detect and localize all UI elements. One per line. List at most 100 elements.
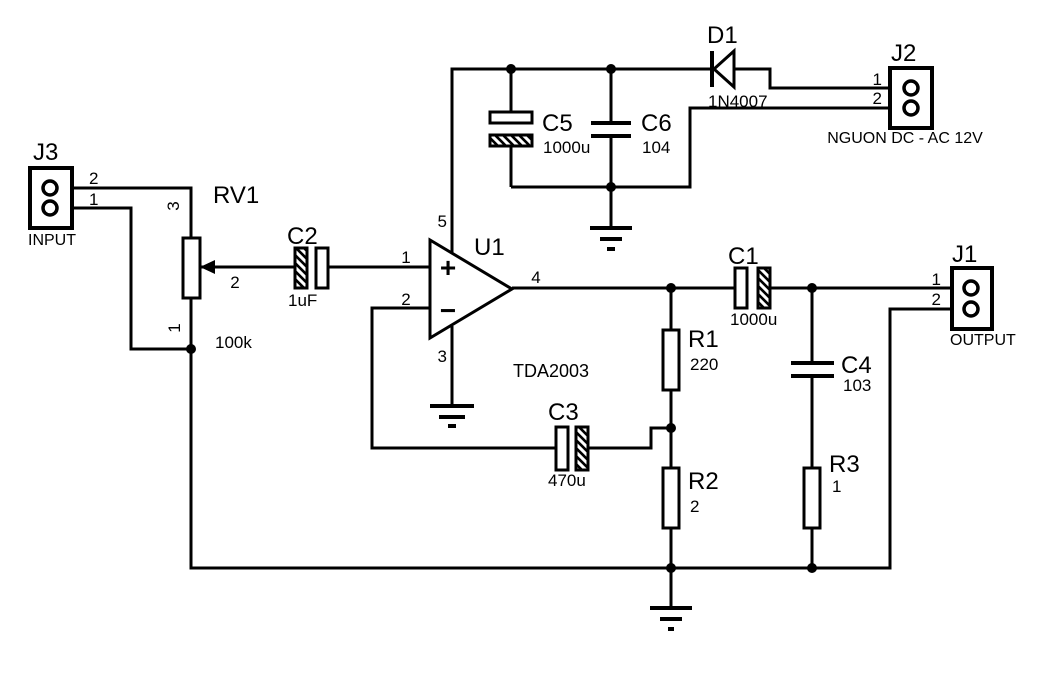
wire-j3pin2-rv1 [57,186,193,238]
r1-value-label: 220 [690,355,718,374]
plus-input-icon: + [440,252,456,283]
u1-ref-label: U1 [474,234,505,261]
r3-ref-label: R3 [829,451,860,478]
j2-name-label: NGUON DC - AC 12V [827,130,983,147]
u1-pin4-label: 4 [531,268,540,287]
wire-c3-nodeb [588,426,671,450]
cap-plate-polarized [756,266,772,310]
r1-ref-label: R1 [688,326,719,353]
d1-ref-label: D1 [707,22,738,49]
junction-dot [506,64,516,74]
c2-value-label: 1uF [288,291,317,310]
pin-hole [902,99,920,117]
connector-body [28,166,74,230]
rv1-pin3-label: 3 [164,201,183,210]
resistor-r1: R1 220 [661,326,719,392]
wire-u1pin2-c3 [370,306,556,450]
cap-plate [488,110,534,125]
c4-ref-label: C4 [841,352,872,379]
capacitor-c2: C2 1uF [287,223,330,310]
u1-part-label: TDA2003 [513,361,589,381]
diode-d1: D1 1N4007 [707,22,768,111]
opamp-u1: + − U1 TDA2003 1 2 5 3 4 [401,212,589,381]
junction-dot [807,283,817,293]
j1-pin2-label: 2 [932,290,941,309]
capacitor-c6: C6 104 [591,110,672,157]
rv1-pin1-label: 1 [165,323,184,332]
c3-value-label: 470u [548,471,586,490]
u1-pin3-label: 3 [438,347,447,366]
wire-u1pin5-rail [450,67,710,253]
capacitor-c1: C1 1000u [728,243,777,329]
capacitor-c4: C4 103 [791,352,872,395]
junction-dot [807,563,817,573]
connector-j2: J2 NGUON DC - AC 12V 1 2 [827,40,983,147]
c1-ref-label: C1 [728,243,759,270]
c6-ref-label: C6 [641,110,672,137]
j1-pin1-label: 1 [932,270,941,289]
c6-value-label: 104 [642,138,670,157]
wire-j3pin1-node [57,206,191,351]
connector-j1: J1 OUTPUT 1 2 [932,241,1016,349]
u1-pin2-label: 2 [401,290,410,309]
resistor-r3: R3 1 [802,451,860,530]
u1-pin5-label: 5 [438,212,447,231]
rv1-value-label: 100k [215,333,252,352]
j1-ref-label: J1 [952,241,977,268]
junction-dot [666,283,676,293]
junction-dot [666,563,676,573]
j3-ref-label: J3 [33,139,58,166]
resistor-body [802,466,822,530]
d1-value-label: 1N4007 [708,92,768,111]
junction-dot [606,182,616,192]
minus-input-icon: − [440,295,456,326]
cap-plate-polarized [574,425,590,472]
wires [57,67,964,608]
connector-body [888,66,934,130]
resistor-r2: R2 2 [661,466,719,530]
c2-ref-label: C2 [287,223,318,250]
r3-value-label: 1 [832,477,841,496]
c4-value-label: 103 [843,376,871,395]
c3-ref-label: C3 [548,399,579,426]
cap-plate [314,246,330,290]
j2-pin2-label: 2 [873,89,882,108]
wire-j2pin2-caprail [511,106,904,189]
j3-pin1-label: 1 [89,190,98,209]
r2-ref-label: R2 [688,468,719,495]
capacitor-c3: C3 470u [548,399,590,490]
wiper-arrow-icon [200,260,215,274]
rv1-pin2-label: 2 [230,273,239,292]
r2-value-label: 2 [690,497,699,516]
cap-plate [733,266,749,310]
ground-symbol-u1 [430,404,474,428]
j2-pin1-label: 1 [873,70,882,89]
j3-name-label: INPUT [28,232,76,249]
opamp-triangle [428,237,515,341]
resistor-body [661,328,681,392]
connector-j3: J3 INPUT 2 1 [28,139,98,249]
connector-body [950,266,994,331]
resistor-body [181,236,202,300]
rv1-ref-label: RV1 [213,182,259,209]
u1-pin1-label: 1 [401,248,410,267]
pin-hole [962,300,980,318]
pin-hole [962,279,980,297]
cap-plate [554,425,570,472]
junction-dot [186,344,196,354]
capacitor-c5: C5 1000u [488,110,590,157]
junction-dot [666,423,676,433]
potentiometer-rv1: RV1 100k 3 1 2 [164,182,259,352]
wire-d1-j2pin1 [733,67,904,90]
j3-pin2-label: 2 [89,169,98,188]
cap-plate-polarized [488,133,534,148]
diode-triangle [711,47,736,91]
pin-hole [41,199,59,217]
c5-ref-label: C5 [542,110,573,137]
c1-value-label: 1000u [730,310,777,329]
c5-value-label: 1000u [543,138,590,157]
ground-symbol-top [590,226,632,251]
junction-dots [186,64,817,573]
